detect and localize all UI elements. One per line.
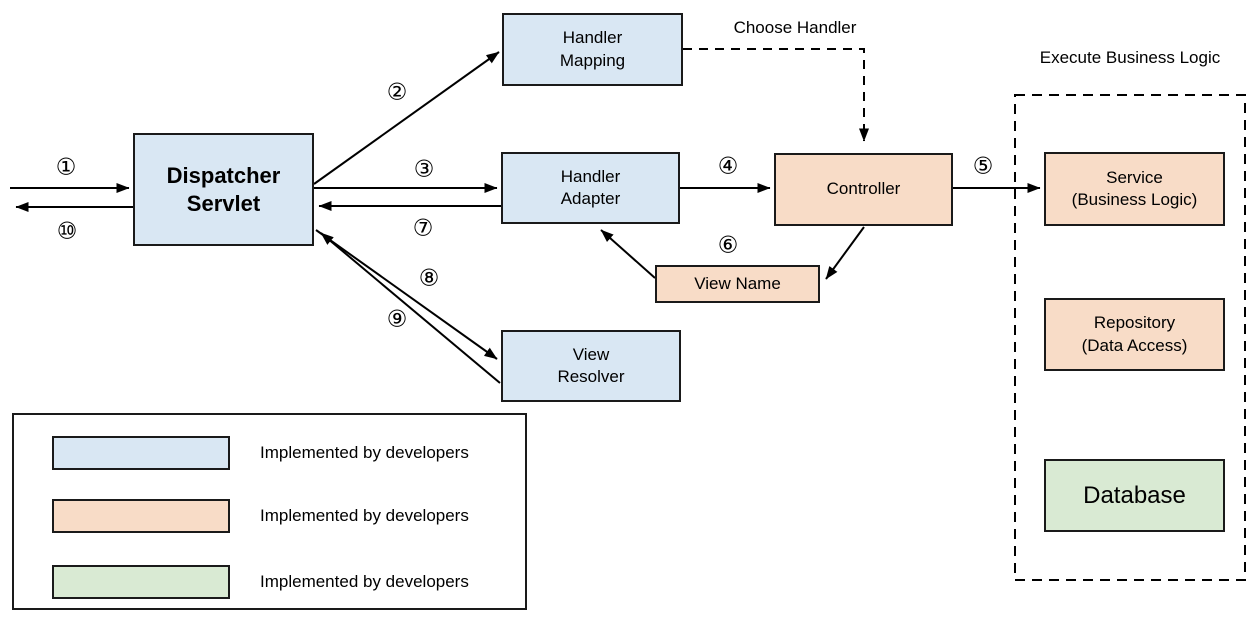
execute-business-logic-label: Execute Business Logic: [1039, 48, 1221, 67]
arrow-controller-to-view-name: [825, 226, 865, 280]
arrow-step9-to-dispatcher: [320, 232, 501, 384]
handler-adapter-box: Handler Adapter: [501, 152, 680, 224]
step-6-label: ⑥: [717, 232, 739, 259]
step-10-label: ⑩: [56, 218, 78, 245]
step-7-label: ⑦: [412, 215, 434, 242]
database-box: Database: [1044, 459, 1225, 532]
legend-box: Implemented by developers Implemented by…: [12, 413, 527, 610]
step-4-label: ④: [717, 153, 739, 180]
legend-swatch-green: [52, 565, 230, 599]
step-2-label: ②: [386, 79, 408, 106]
step-8-label: ⑧: [418, 265, 440, 292]
arrow-step2-to-handler-mapping: [313, 51, 500, 185]
arrow-step6-view-name-to-adapter: [600, 229, 656, 279]
view-resolver-box: View Resolver: [501, 330, 681, 402]
legend-label: Implemented by developers: [260, 572, 469, 591]
legend-label: Implemented by developers: [260, 506, 469, 525]
step-1-label: ①: [55, 154, 77, 181]
step-3-label: ③: [413, 156, 435, 183]
repository-box: Repository (Data Access): [1044, 298, 1225, 371]
controller-box: Controller: [774, 153, 953, 226]
arrow-step8-to-view-resolver: [315, 229, 498, 360]
legend-label: Implemented by developers: [260, 443, 469, 462]
step-9-label: ⑨: [386, 306, 408, 333]
legend-swatch-blue: [52, 436, 230, 470]
dashed-arrow-choose-handler: [683, 48, 869, 142]
view-name-box: View Name: [655, 265, 820, 303]
dispatcher-servlet-box: Dispatcher Servlet: [133, 133, 314, 246]
handler-mapping-box: Handler Mapping: [502, 13, 683, 86]
legend-swatch-peach: [52, 499, 230, 533]
step-5-label: ⑤: [972, 153, 994, 180]
choose-handler-label: Choose Handler: [733, 18, 857, 37]
service-box: Service (Business Logic): [1044, 152, 1225, 226]
